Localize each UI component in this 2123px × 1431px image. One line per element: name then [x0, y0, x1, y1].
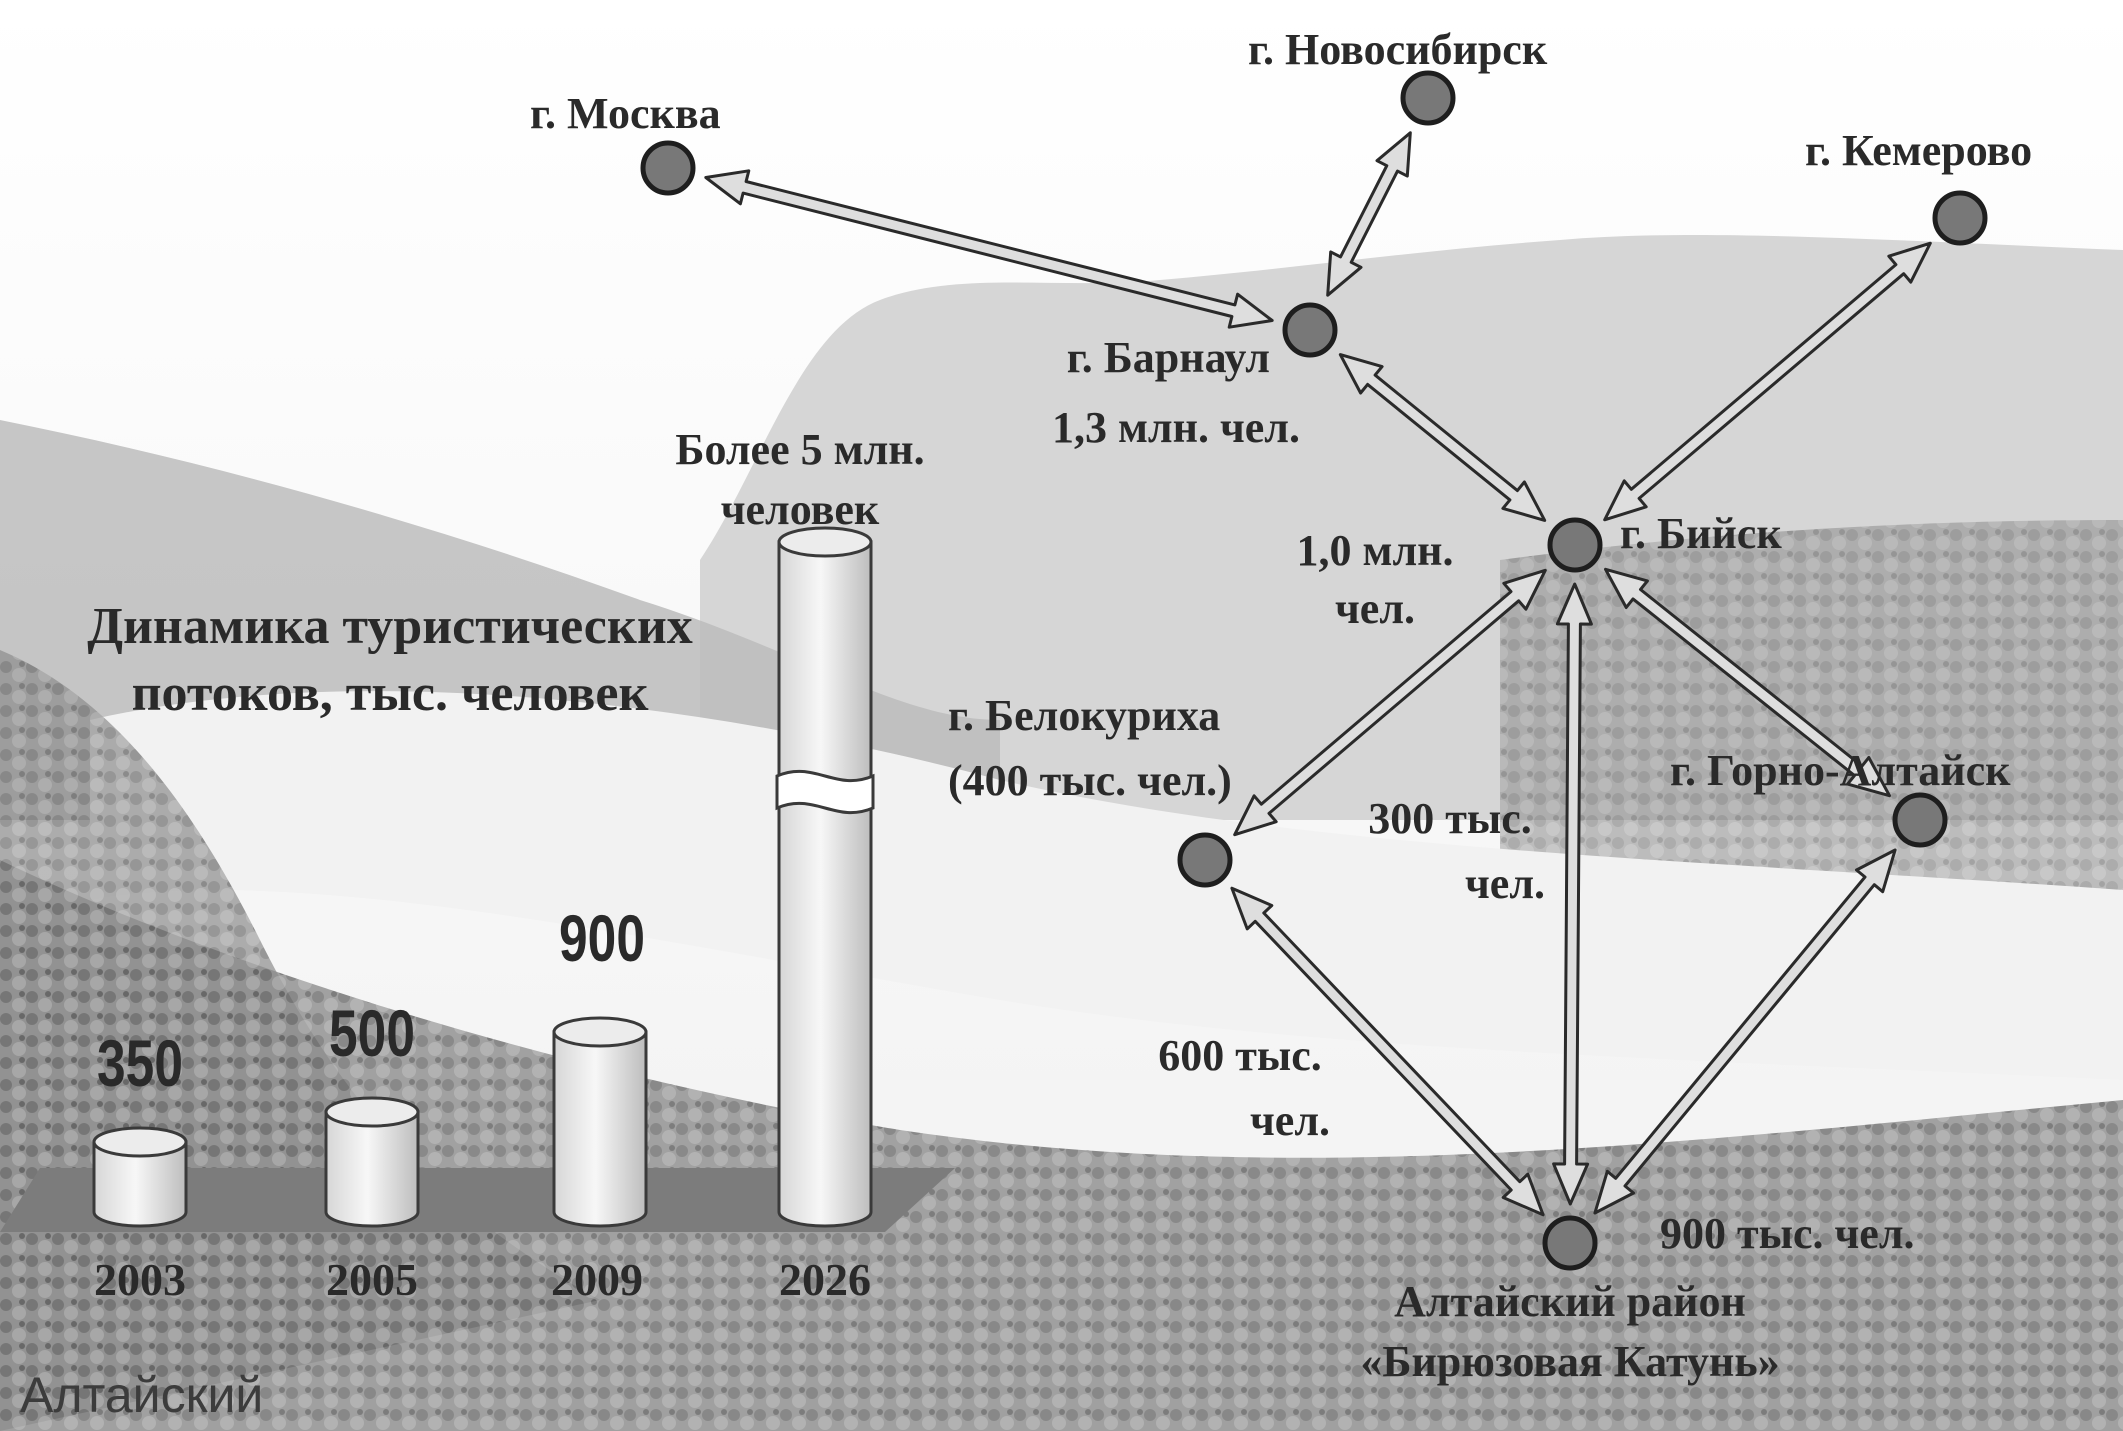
flow-arrow	[1593, 848, 1897, 1215]
bar-cylinder	[552, 1016, 648, 1228]
bar-top	[777, 526, 873, 558]
bar-cylinder	[92, 1126, 188, 1228]
city-node	[1932, 190, 1988, 246]
city-node	[1892, 792, 1948, 848]
x-tick-label: 2003	[94, 1254, 186, 1305]
bar-top	[552, 1016, 648, 1048]
flow-arrows	[704, 131, 1932, 1217]
city-node	[1177, 832, 1233, 888]
bar-body	[324, 1110, 420, 1228]
city-node	[1282, 302, 1338, 358]
city-population-biysk: 1,0 млн.	[1296, 526, 1454, 575]
x-tick-label: 2005	[326, 1254, 418, 1305]
district-label-line1: Алтайский район	[1394, 1277, 1746, 1326]
district-label-line2: «Бирюзовая Катунь»	[1360, 1337, 1780, 1386]
flow-label-600: чел.	[1249, 1096, 1331, 1145]
bar-value-label: 350	[97, 1026, 183, 1100]
bar-cylinder	[324, 1096, 420, 1228]
river	[90, 691, 2123, 1080]
flow-arrow	[1552, 582, 1593, 1206]
bar-top	[324, 1096, 420, 1128]
city-label-moscow: г. Москва	[530, 89, 721, 138]
chart-title-line1: Динамика туристических	[87, 598, 693, 655]
flow-arrow	[1338, 353, 1547, 522]
x-tick-label: 2026	[779, 1254, 871, 1305]
city-population-barnaul: 1,3 млн. чел.	[1051, 403, 1300, 452]
city-label-barnaul: г. Барнаул	[1066, 333, 1270, 382]
flow-arrow	[704, 169, 1274, 329]
city-label-biysk: г. Бийск	[1620, 509, 1782, 558]
city-population-biysk: чел.	[1334, 584, 1416, 633]
bar-body	[552, 1030, 648, 1228]
chart-bars	[92, 526, 875, 1228]
flow-label-900: 900 тыс. чел.	[1660, 1209, 1915, 1258]
flow-arrow	[1233, 568, 1547, 837]
chart-annotation-line2: человек	[720, 485, 880, 534]
bar-value-label: 900	[559, 901, 645, 975]
axis-break-mark	[775, 769, 875, 815]
city-node	[1547, 517, 1603, 573]
flow-label-300: 300 тыс.	[1368, 794, 1532, 843]
flow-label-300: чел.	[1464, 859, 1546, 908]
flow-arrow	[1230, 886, 1545, 1217]
city-label-kemerovo: г. Кемерово	[1805, 126, 2033, 175]
city-nodes	[640, 70, 1988, 1271]
corner-caption: Алтайский	[20, 1367, 264, 1423]
chart-title-line2: потоков, тыс. человек	[131, 665, 649, 722]
city-node	[1400, 70, 1456, 126]
city-node	[640, 140, 696, 196]
chart-annotation-line1: Более 5 млн.	[675, 425, 925, 474]
bar-value-label: 500	[329, 996, 415, 1070]
city-population-belokurikha: (400 тыс. чел.)	[948, 756, 1232, 805]
bar-top	[92, 1126, 188, 1158]
bar-cylinder	[775, 526, 875, 1228]
flow-arrow	[1326, 131, 1412, 297]
flow-arrow	[1603, 241, 1932, 522]
x-tick-label: 2009	[551, 1254, 643, 1305]
city-label-gorno-altaysk: г. Горно-Алтайск	[1670, 746, 2011, 795]
city-label-novosibirsk: г. Новосибирск	[1248, 25, 1548, 74]
bar-body	[92, 1140, 188, 1228]
chart-base-plate	[0, 1168, 955, 1232]
city-node	[1542, 1215, 1598, 1271]
bar-body	[777, 540, 873, 1228]
flow-label-600: 600 тыс.	[1158, 1031, 1322, 1080]
flow-arrow	[1604, 567, 1891, 798]
left-forest	[0, 650, 600, 1431]
city-label-belokurikha: г. Белокуриха	[948, 691, 1221, 740]
